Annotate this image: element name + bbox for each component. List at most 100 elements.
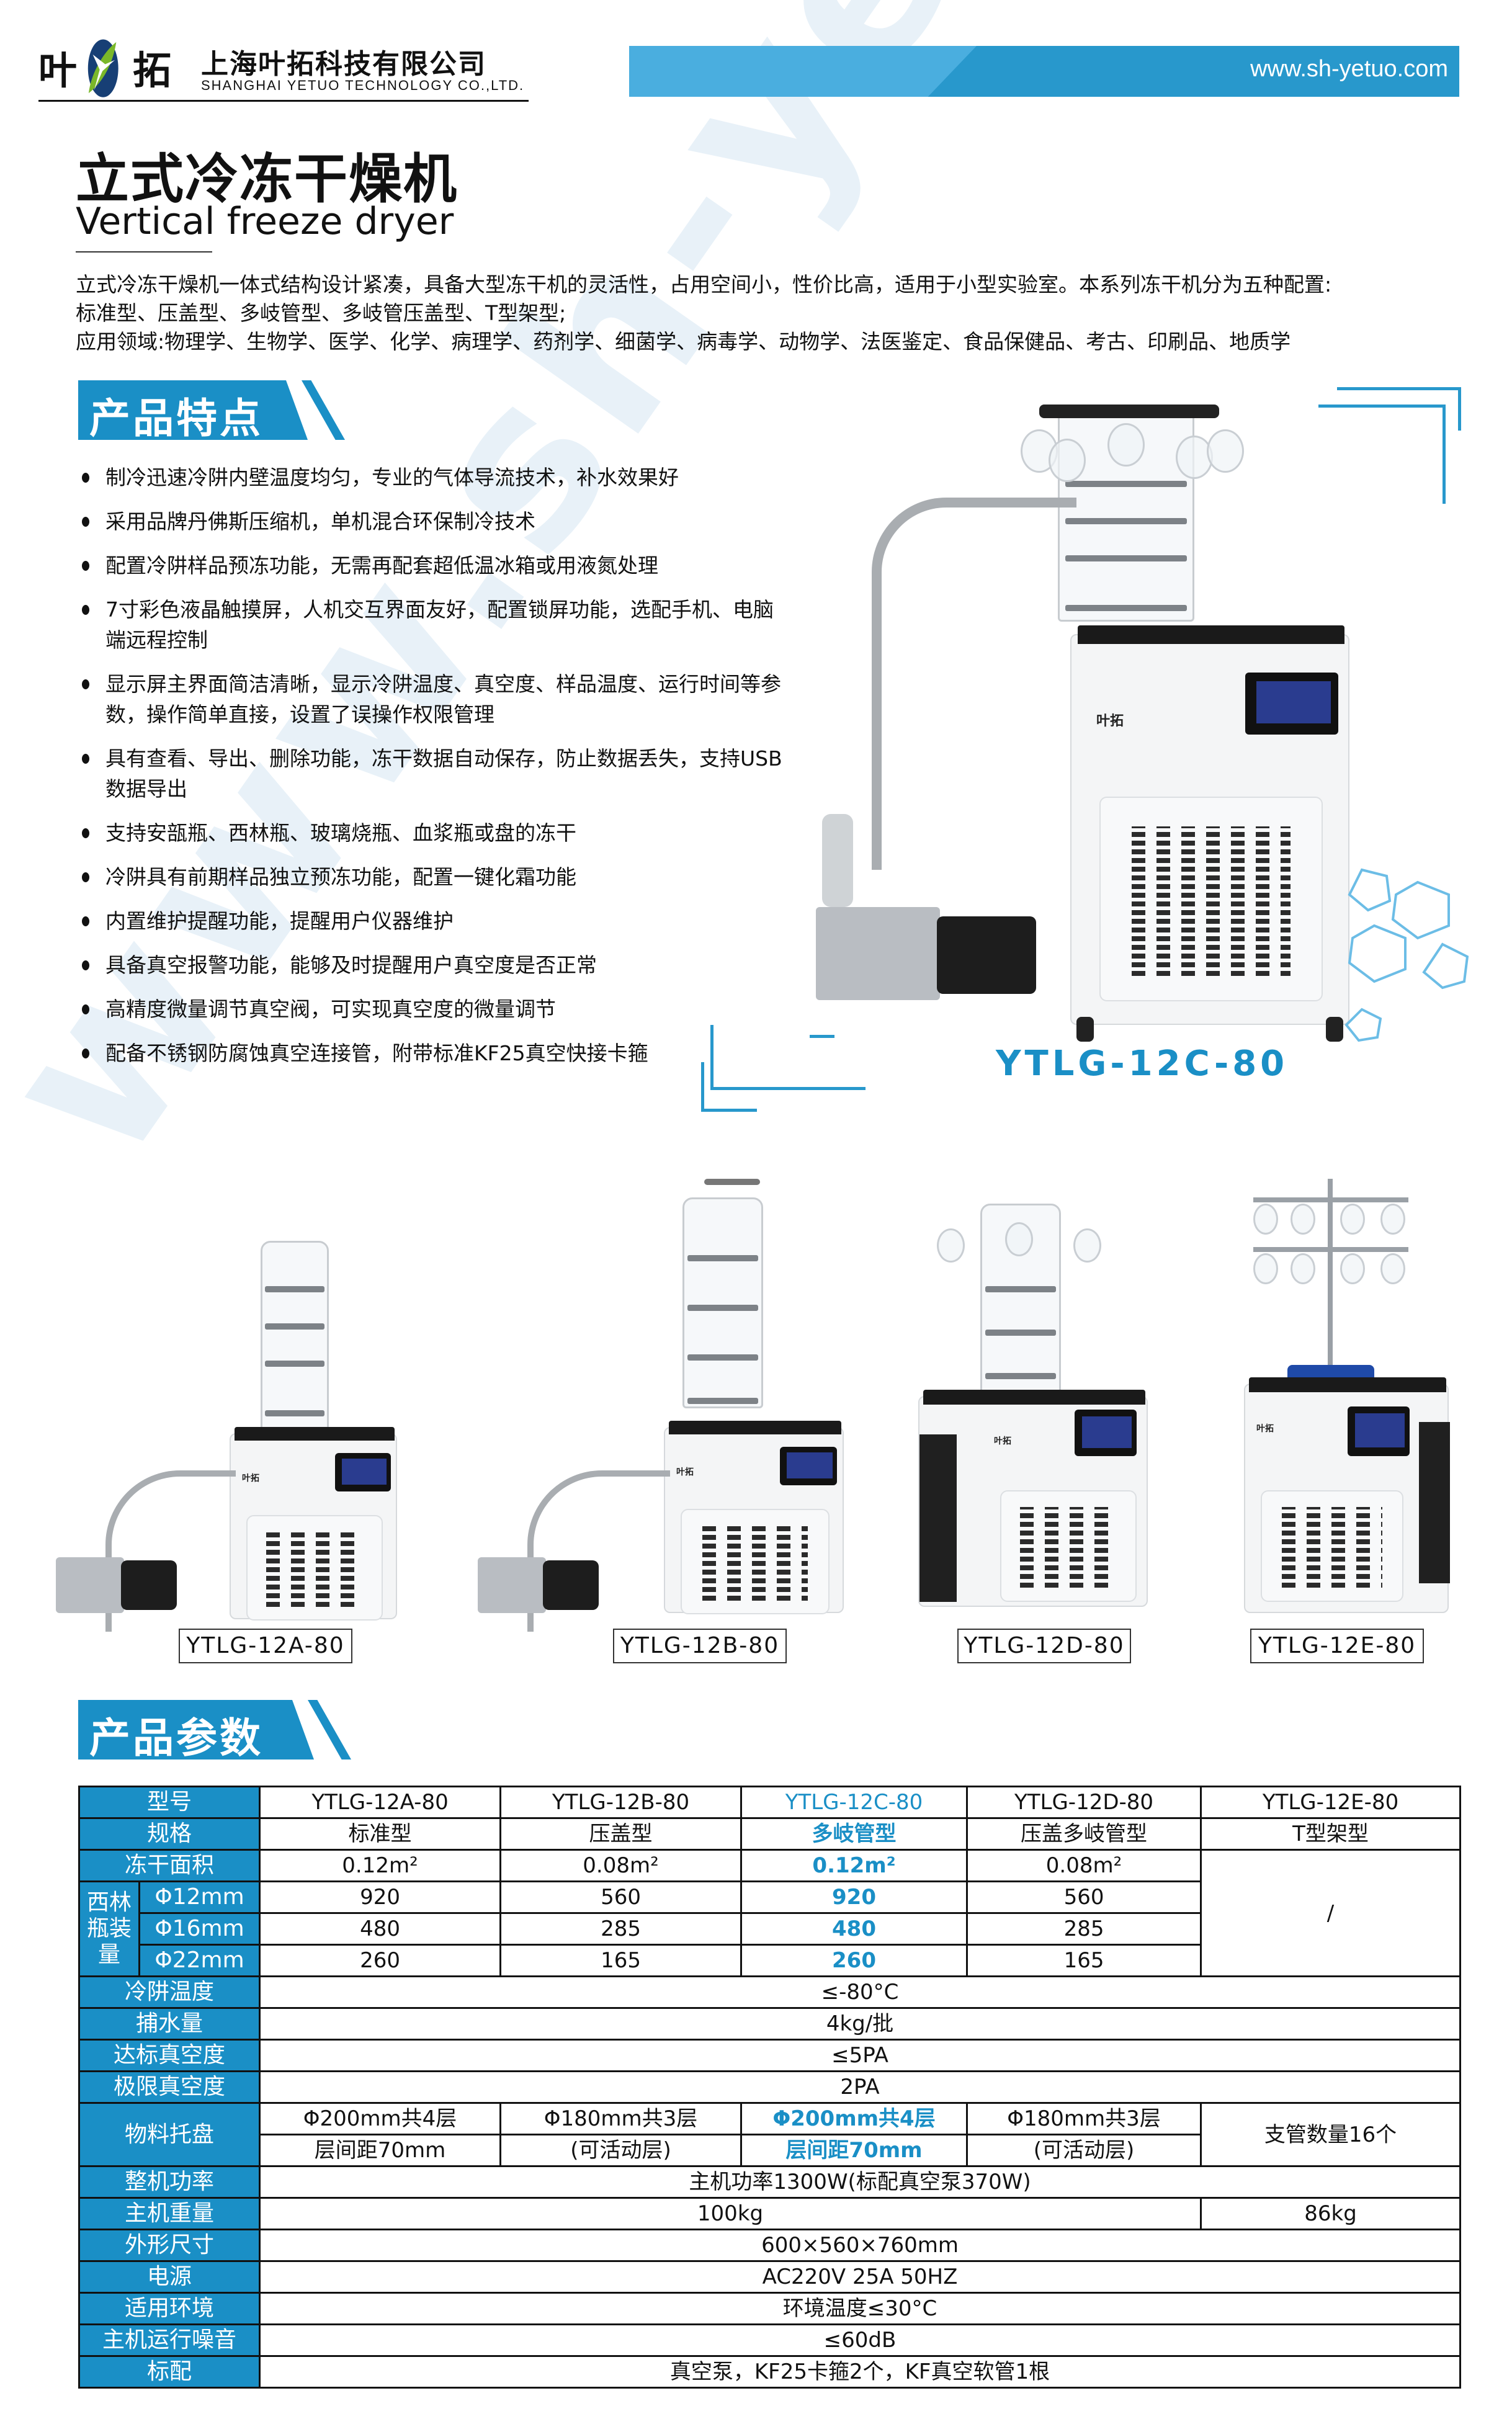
company-logo: 叶 拓 上海叶拓科技有限公司 SHANGHAI YETUO TECHNOLOGY…: [38, 34, 529, 104]
hero-model-label: YTLG-12C-80: [996, 1044, 1289, 1084]
touch-screen: [1245, 673, 1338, 735]
spec-table: 型号 YTLG-12A-80 YTLG-12B-80 YTLG-12C-80 Y…: [78, 1786, 1462, 2389]
table-cell: Φ180mm共3层: [499, 2102, 743, 2135]
table-row: 主机重量 100kg 86kg: [78, 2197, 1462, 2230]
table-cell-highlight: 层间距70mm: [740, 2134, 968, 2167]
table-row: 极限真空度 2PA: [78, 2070, 1462, 2104]
table-cell-highlight: 920: [740, 1880, 968, 1914]
row-label: 型号: [78, 1786, 261, 1819]
row-label: 标配: [78, 2355, 261, 2389]
row-label: Φ16mm: [138, 1912, 261, 1946]
row-label: Φ22mm: [138, 1944, 261, 1977]
page-subtitle: Vertical freeze dryer: [76, 200, 454, 243]
logo-char-right: 拓: [133, 48, 172, 93]
product-model-label: YTLG-12D-80: [957, 1629, 1131, 1663]
intro-line-3: 应用领域:物理学、生物学、医学、化学、病理学、药剂学、细菌学、病毒学、动物学、法…: [76, 329, 1291, 354]
website-url[interactable]: www.sh-yetuo.com: [1250, 56, 1448, 82]
table-row: 标配 真空泵，KF25卡箍2个，KF真空软管1根: [78, 2355, 1462, 2389]
table-cell: ≤-80°C: [259, 1975, 1462, 2009]
table-row: 达标真空度 ≤5PA: [78, 2039, 1462, 2072]
logo-underline: [38, 100, 529, 102]
product-card: 叶拓: [1241, 1179, 1464, 1625]
table-cell: 285: [499, 1912, 743, 1946]
feature-item: 显示屏主界面简洁清晰，显示冷阱温度、真空度、样品温度、运行时间等参数，操作简单直…: [78, 669, 792, 730]
row-label: 主机运行噪音: [78, 2323, 261, 2357]
row-label: 整机功率: [78, 2165, 261, 2199]
table-row: 物料托盘 Φ200mm共4层 Φ180mm共3层 Φ200mm共4层 Φ180m…: [78, 2102, 1462, 2167]
main-cabinet: 叶拓: [1070, 625, 1349, 1042]
table-cell-highlight: 多岐管型: [740, 1817, 968, 1851]
pump-motor: [937, 916, 1036, 994]
feature-item: 制冷迅速冷阱内壁温度均匀，专业的气体导流技术，补水效果好: [78, 462, 792, 493]
table-row: 适用环境 环境温度≤30°C: [78, 2292, 1462, 2325]
table-cell-highlight: YTLG-12C-80: [740, 1786, 968, 1819]
table-row: 冻干面积 0.12m² 0.08m² 0.12m² 0.08m² /: [78, 1849, 1462, 1977]
table-cell: /: [1200, 1849, 1462, 1977]
row-label: 捕水量: [78, 2007, 261, 2041]
hexagon-decoration-icon: [1344, 868, 1469, 1042]
section-tag-features: 产品特点: [78, 380, 345, 442]
row-label: 极限真空度: [78, 2070, 261, 2104]
table-cell: 285: [966, 1912, 1202, 1946]
table-cell: 100kg: [259, 2197, 1202, 2230]
feature-item: 具有查看、导出、删除功能，冻干数据自动保存，防止数据丢失，支持USB数据导出: [78, 743, 792, 804]
vent-grille: [1099, 797, 1323, 1001]
row-label: 外形尺寸: [78, 2229, 261, 2262]
table-cell: 压盖型: [499, 1817, 743, 1851]
row-label: 适用环境: [78, 2292, 261, 2325]
table-row: 冷阱温度 ≤-80°C: [78, 1975, 1462, 2009]
table-cell: 0.12m²: [259, 1849, 502, 1882]
feature-item: 冷阱具有前期样品独立预冻功能，配置一键化霜功能: [78, 862, 792, 892]
table-cell: ≤5PA: [259, 2039, 1462, 2072]
table-cell: 480: [259, 1912, 502, 1946]
table-cell: 2PA: [259, 2070, 1462, 2104]
product-model-label: YTLG-12A-80: [179, 1629, 352, 1663]
section-tag-params: 产品参数: [78, 1700, 351, 1762]
table-cell: 环境温度≤30°C: [259, 2292, 1462, 2325]
table-cell: 0.08m²: [499, 1849, 743, 1882]
table-cell: 主机功率1300W(标配真空泵370W): [259, 2165, 1462, 2199]
table-row: 层间距70mm (可活动层) 层间距70mm (可活动层): [79, 2134, 1461, 2167]
row-label-group: 西林瓶装量: [78, 1880, 140, 1977]
table-cell: Φ180mm共3层: [966, 2102, 1202, 2135]
table-row: 主机运行噪音 ≤60dB: [78, 2323, 1462, 2357]
product-model-label: YTLG-12E-80: [1250, 1629, 1424, 1663]
table-cell: AC220V 25A 50HZ: [259, 2260, 1462, 2294]
t-rack-pole: [1328, 1179, 1333, 1371]
table-cell: 层间距70mm: [259, 2134, 502, 2167]
feature-item: 配备不锈钢防腐蚀真空连接管，附带标准KF25真空快接卡箍: [78, 1038, 792, 1068]
company-name-en: SHANGHAI YETUO TECHNOLOGY CO.,LTD.: [201, 78, 525, 93]
table-cell: 260: [259, 1944, 502, 1977]
table-row: 整机功率 主机功率1300W(标配真空泵370W): [78, 2165, 1462, 2199]
table-row: 型号 YTLG-12A-80 YTLG-12B-80 YTLG-12C-80 Y…: [78, 1786, 1462, 1819]
table-cell: 165: [966, 1944, 1202, 1977]
banner-highlight: [629, 46, 977, 97]
website-banner: www.sh-yetuo.com: [629, 46, 1459, 97]
manifold-ring: [1039, 405, 1219, 418]
table-cell: 86kg: [1200, 2197, 1462, 2230]
intro-line-2: 标准型、压盖型、多岐管型、多岐管压盖型、T型架型;: [76, 301, 566, 325]
product-card: 叶拓: [912, 1173, 1173, 1625]
leaf-bird-emblem-icon: [87, 39, 119, 97]
table-row: 外形尺寸 600×560×760mm: [78, 2229, 1462, 2262]
vacuum-hose: [872, 498, 1076, 870]
row-label: 冻干面积: [78, 1849, 261, 1882]
corner-decoration: [1337, 387, 1461, 390]
table-row: 捕水量 4kg/批: [78, 2007, 1462, 2041]
table-cell-highlight: Φ200mm共4层: [740, 2102, 968, 2135]
table-cell: 压盖多岐管型: [966, 1817, 1202, 1851]
hero-product-image: 叶拓 YTLG-12C-80: [701, 380, 1505, 1112]
table-cell: YTLG-12B-80: [499, 1786, 743, 1819]
row-label: 冷阱温度: [78, 1975, 261, 2009]
feature-item: 采用品牌丹佛斯压缩机，单机混合环保制冷技术: [78, 506, 792, 537]
table-cell: 4kg/批: [259, 2007, 1462, 2041]
row-label: 规格: [78, 1817, 261, 1851]
feature-list: 制冷迅速冷阱内壁温度均匀，专业的气体导流技术，补水效果好 采用品牌丹佛斯压缩机，…: [78, 462, 792, 1082]
company-name-cn: 上海叶拓科技有限公司: [201, 48, 486, 80]
product-card: 叶拓: [56, 1191, 403, 1632]
brand-label: 叶拓: [1096, 713, 1124, 729]
table-row: Φ16mm 480 285 480 285: [79, 1912, 1461, 1946]
row-label: 电源: [78, 2260, 261, 2294]
table-cell: Φ200mm共4层: [259, 2102, 502, 2135]
table-cell: 600×560×760mm: [259, 2229, 1462, 2262]
